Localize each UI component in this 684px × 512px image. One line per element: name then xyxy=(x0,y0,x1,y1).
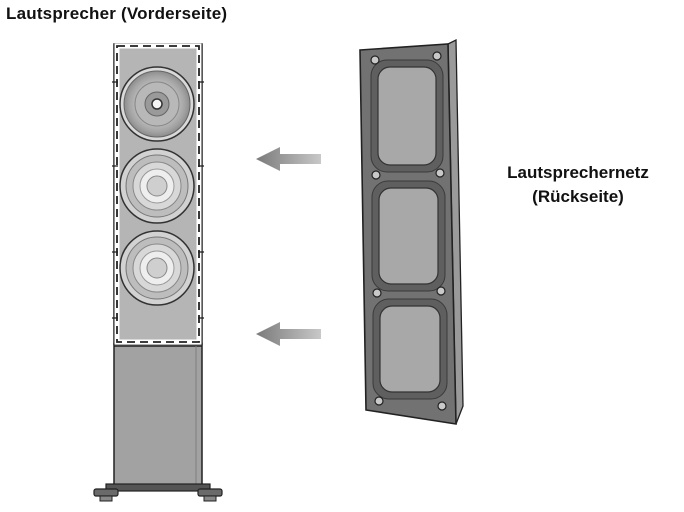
speaker-cabinet-lower xyxy=(113,343,203,487)
woofer-driver-2 xyxy=(119,230,195,306)
speaker-base xyxy=(93,483,223,502)
grille-panel-3 xyxy=(372,298,448,400)
grille-back-label: Lautsprechernetz (Rückseite) xyxy=(478,161,678,209)
speaker-foot-left xyxy=(93,488,119,497)
grille-back-label-line1: Lautsprechernetz xyxy=(507,163,649,182)
left-arrow-icon xyxy=(256,147,321,171)
speaker-foot-right xyxy=(197,488,223,497)
speaker-front-label: Lautsprecher (Vorderseite) xyxy=(6,4,228,23)
grille-back-label-line2: (Rückseite) xyxy=(532,187,624,206)
speaker-grille-back xyxy=(359,38,464,425)
grille-panel-1 xyxy=(370,59,444,173)
speaker-front xyxy=(93,43,223,502)
grille-mount-dashes xyxy=(116,45,200,343)
grille-panel-2 xyxy=(371,180,446,292)
grille-mount-pegs xyxy=(112,81,204,319)
grille-mount-pins xyxy=(370,51,447,411)
woofer-driver-1 xyxy=(119,148,195,224)
left-arrow-icon xyxy=(256,322,321,346)
tweeter-driver xyxy=(119,66,195,142)
